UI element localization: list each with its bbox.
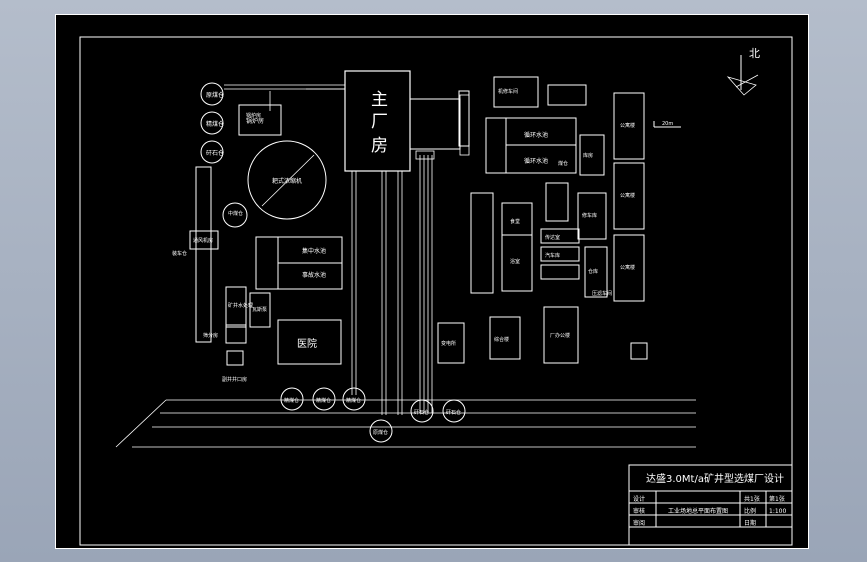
apartment-label-1: 公寓楼 — [620, 122, 635, 129]
rail-bin-label-6: 矸石仓 — [446, 409, 461, 416]
top-conveyor — [224, 84, 345, 111]
workshop — [493, 76, 539, 108]
scale-bar: 20m — [653, 121, 681, 128]
conveyor-belts — [351, 150, 435, 415]
circ-pool-label-2: 循环水池 — [524, 157, 548, 165]
rail-bin-label-5: 矸石仓 — [414, 409, 429, 416]
site-plan-drawing: 北 主 厂 房 原煤仓 精煤仓 矸石仓 锅炉房 — [79, 36, 793, 546]
rail-bin-label-3: 精煤仓 — [346, 397, 361, 404]
apartment-label-3: 公寓楼 — [620, 264, 635, 271]
drawing-sheet: 北 主 厂 房 原煤仓 精煤仓 矸石仓 锅炉房 — [55, 14, 809, 549]
small-hut — [630, 342, 648, 360]
main-building-char-1: 主 — [371, 90, 388, 110]
complex-building-label: 综合楼 — [494, 336, 509, 343]
thickener: 耙式浓缩机 — [247, 140, 327, 220]
rail-bin-circles: 精煤仓 精煤仓 精煤仓 原煤仓 矸石仓 矸石仓 — [280, 387, 466, 443]
storehouse — [579, 134, 605, 176]
middle-buildings: 食堂 浴室 传达室 汽车库 修车库 仓库 — [470, 182, 608, 298]
rail-tracks — [115, 399, 696, 448]
canteen-label: 食堂 — [510, 218, 520, 225]
loading-bin-label: 装车仓 — [172, 250, 187, 257]
sheet-count: 共1张 — [744, 495, 760, 503]
small-bin-circle — [222, 202, 248, 228]
title-block-title: 达盛3.0Mt/a矿井型选煤厂设计 — [646, 472, 784, 485]
auxiliary-shaft-label: 副井井口房 — [222, 376, 247, 383]
auxiliary-shaft — [226, 350, 244, 366]
water-treatment-label: 矿井水处理 — [228, 302, 253, 309]
workshop-label: 机修车间 — [498, 88, 518, 95]
scale-bar-label: 20m — [662, 121, 673, 127]
pool-label-1: 集中水池 — [302, 247, 326, 255]
water-treatment — [225, 286, 247, 328]
circulation-pools: 循环水池 循环水池 — [485, 117, 577, 174]
bin-circle-label-1: 原煤仓 — [206, 91, 224, 99]
substation-label: 变电所 — [441, 340, 456, 347]
main-building-char-3: 房 — [371, 136, 388, 156]
ventilation-house-label: 通风机房 — [193, 237, 213, 244]
circ-pool-label-1: 循环水池 — [524, 131, 548, 139]
rail-bin-label-2: 精煤仓 — [316, 397, 331, 404]
sheet-number: 第1张 — [769, 495, 785, 503]
boiler-house-label: 锅炉房 — [246, 117, 264, 125]
title-row-designer: 设计 — [633, 495, 645, 503]
bath-label: 浴室 — [510, 258, 520, 265]
scale-value: 1:100 — [769, 508, 786, 515]
scale-label: 比例 — [744, 507, 756, 515]
ventilation-house — [189, 230, 219, 250]
rail-bin-label-4: 原煤仓 — [373, 429, 388, 436]
loading-bin — [195, 166, 212, 343]
apartment-blocks: 公寓楼 公寓楼 公寓楼 — [613, 92, 645, 302]
date-label: 日期 — [744, 519, 756, 527]
north-arrow: 北 — [726, 47, 760, 96]
gas-pump — [249, 292, 271, 328]
link-conveyor — [458, 90, 470, 147]
hospital-label: 医院 — [297, 337, 317, 350]
small-bin-label: 中煤仓 — [228, 210, 243, 217]
boiler-room-label: 锅炉房 — [246, 112, 261, 119]
bin-circle-label-3: 矸石仓 — [206, 149, 224, 157]
main-building-char-2: 厂 — [371, 112, 388, 132]
garage-label: 汽车库 — [545, 252, 560, 259]
title-block: 达盛3.0Mt/a矿井型选煤厂设计 设计 审核 审阅 工业场地总平面布置图 共1… — [628, 464, 793, 546]
inner-frame — [79, 36, 793, 546]
screening-label: 筛分房 — [203, 332, 218, 339]
storehouse-label: 库房 — [583, 152, 593, 159]
boiler-house — [238, 104, 282, 136]
pool-label-2: 事故水池 — [302, 271, 326, 279]
screening-room — [225, 324, 247, 344]
office-building-label: 厂办公楼 — [550, 332, 570, 339]
press-filter-label: 压滤车间 — [592, 290, 612, 297]
mine-plant — [547, 84, 587, 106]
hospital — [277, 319, 342, 365]
office-building — [543, 306, 579, 364]
left-bin-circles: 原煤仓 精煤仓 矸石仓 — [200, 82, 224, 164]
warehouse-label: 仓库 — [588, 268, 598, 275]
guard-label: 传达室 — [545, 234, 560, 241]
title-row-approver: 审阅 — [633, 519, 645, 527]
repair-garage-label: 修车库 — [582, 212, 597, 219]
rail-bin-label-1: 精煤仓 — [284, 397, 299, 404]
drawing-name: 工业场地总平面布置图 — [668, 507, 728, 515]
north-label: 北 — [749, 47, 760, 60]
title-row-reviewer: 审核 — [633, 507, 645, 515]
gas-pump-label: 瓦斯泵 — [252, 306, 267, 313]
apartment-label-2: 公寓楼 — [620, 192, 635, 199]
coal-bin-label: 煤仓 — [558, 160, 568, 167]
pools-group: 集中水池 事故水池 — [255, 236, 343, 290]
main-building: 主 厂 房 — [344, 70, 470, 172]
bin-circle-label-2: 精煤仓 — [206, 120, 224, 128]
substation — [437, 322, 465, 364]
complex-building — [489, 316, 521, 360]
thickener-label: 耙式浓缩机 — [272, 177, 302, 185]
